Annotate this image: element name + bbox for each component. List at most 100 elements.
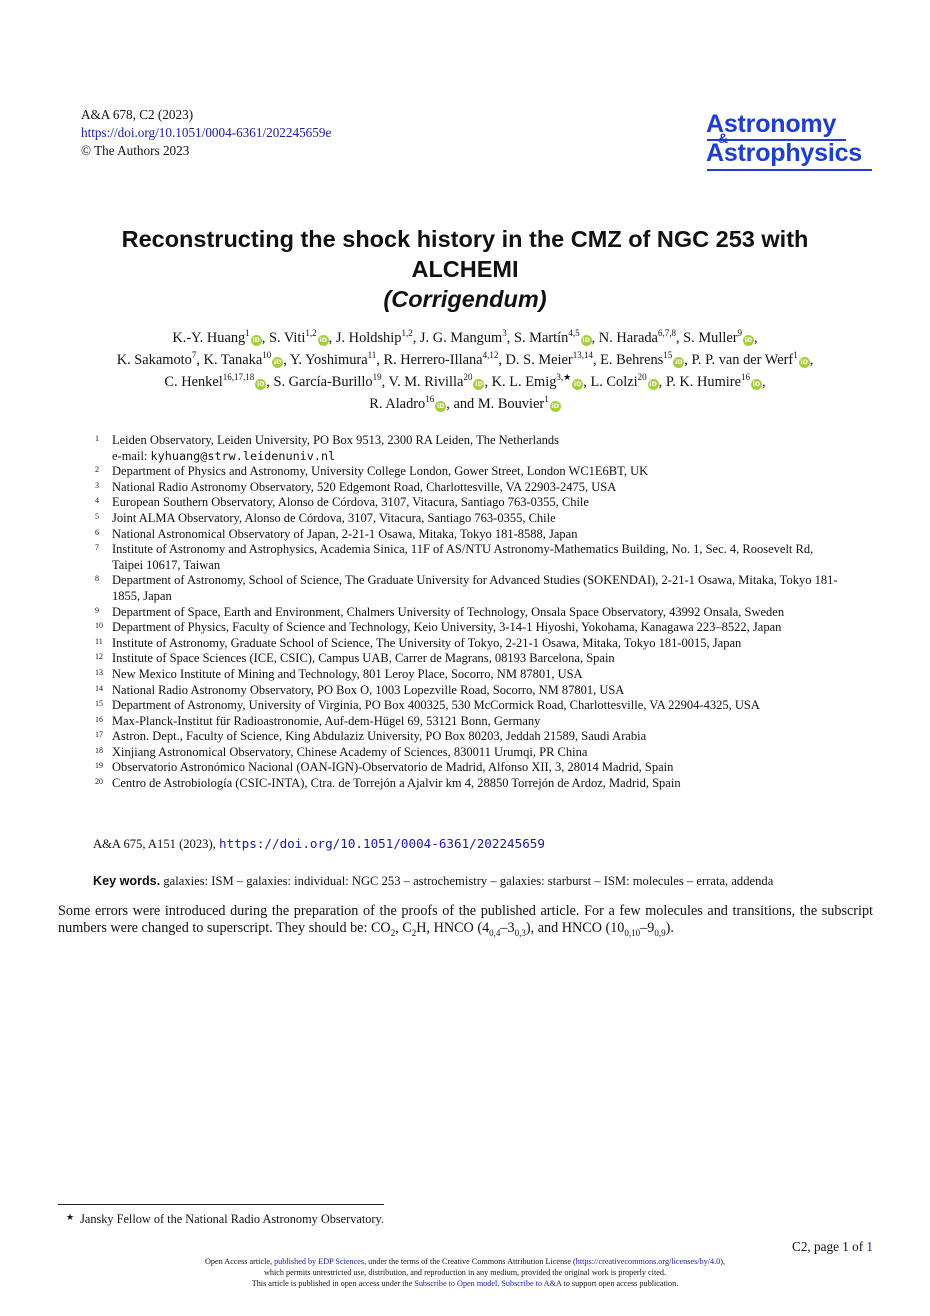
- molecule-c2h-h: H: [416, 920, 427, 936]
- affiliation-item: 14 National Radio Astronomy Observatory, …: [95, 683, 840, 699]
- molecule-c2h: C: [402, 920, 412, 936]
- affiliations: 1 Leiden Observatory, Leiden University, …: [95, 433, 840, 792]
- original-doi-link[interactable]: https://doi.org/10.1051/0004-6361/202245…: [218, 836, 545, 851]
- affiliation-text: National Radio Astronomy Observatory, 52…: [112, 479, 617, 494]
- affiliation-number: 5: [95, 511, 99, 521]
- author-name: E. Behrens: [600, 352, 664, 368]
- transition-dash: –9: [640, 920, 655, 936]
- affiliation-number: 11: [95, 636, 103, 646]
- author-affil-sup: 16: [425, 394, 435, 405]
- author-affil-sup: 16,17,18: [222, 372, 255, 383]
- author-affil-sup: 15: [663, 350, 673, 361]
- license-text: This article is published in open access…: [251, 1279, 415, 1288]
- subscript: 0,4: [489, 927, 501, 938]
- author-separator: ,: [809, 352, 814, 368]
- affiliation-text: Institute of Astronomy and Astrophysics,…: [112, 542, 814, 572]
- orcid-icon[interactable]: iD: [435, 401, 447, 412]
- affiliation-text: Leiden Observatory, Leiden University, P…: [112, 433, 560, 447]
- author-affil-sup: 1: [544, 394, 549, 405]
- separator: , and: [530, 920, 562, 936]
- body-text: Some errors were introduced during the p…: [58, 903, 873, 937]
- orcid-icon[interactable]: iD: [580, 335, 592, 346]
- orcid-icon[interactable]: iD: [750, 379, 762, 390]
- orcid-icon[interactable]: iD: [255, 379, 267, 390]
- orcid-icon[interactable]: iD: [317, 335, 329, 346]
- author-name: S. Viti: [268, 330, 306, 346]
- copyright: © The Authors 2023: [81, 143, 190, 158]
- author: R. Aladro16iD: [369, 394, 447, 412]
- affiliation-text: Observatorio Astronómico Nacional (OAN-I…: [112, 760, 674, 775]
- author: L. Colzi20iD: [590, 373, 659, 390]
- author-name: K. Tanaka: [203, 352, 263, 368]
- author-affil-sup: 6,7,8: [657, 328, 676, 339]
- footnote-text: Jansky Fellow of the National Radio Astr…: [80, 1212, 384, 1226]
- affiliation-text: Department of Physics and Astronomy, Uni…: [112, 464, 649, 479]
- author: E. Behrens15iD: [600, 350, 685, 368]
- author-affil-sup: 11: [367, 350, 377, 361]
- orcid-icon[interactable]: iD: [250, 335, 262, 346]
- orcid-icon[interactable]: iD: [673, 357, 685, 368]
- affiliation-text: Department of Physics, Faculty of Scienc…: [112, 620, 782, 635]
- orcid-icon[interactable]: iD: [572, 379, 584, 390]
- author: Y. Yoshimura11: [290, 350, 377, 368]
- affiliation-text: Department of Astronomy, School of Scien…: [112, 573, 838, 603]
- subscript: 2: [390, 927, 396, 938]
- orcid-icon[interactable]: iD: [743, 335, 755, 346]
- logo-rule-top: [707, 139, 846, 141]
- author: S. Muller9iD: [683, 329, 755, 346]
- affiliation-number: 14: [95, 683, 103, 693]
- license-text: .: [497, 1279, 502, 1288]
- affiliation-item: 9 Department of Space, Earth and Environm…: [95, 605, 840, 621]
- author: J. Holdship1,2: [336, 329, 413, 346]
- author: K. L. Emig3,★iD: [492, 373, 584, 390]
- transition-hnco-1: HNCO (4: [433, 920, 490, 936]
- orcid-icon[interactable]: iD: [473, 379, 485, 390]
- logo-line2: Astrophysics: [706, 139, 862, 167]
- affiliation-text: National Radio Astronomy Observatory, PO…: [112, 682, 625, 697]
- author-separator: ,: [381, 374, 389, 390]
- paren: ).: [665, 920, 674, 936]
- license-text: to support open access publication.: [561, 1279, 679, 1288]
- doi-link[interactable]: https://doi.org/10.1051/0004-6361/202245…: [81, 125, 332, 140]
- author-affil-sup: 19: [372, 372, 382, 383]
- author: R. Herrero-Illana4,12: [383, 351, 498, 368]
- cc-license-link[interactable]: https://creativecommons.org/licenses/by/…: [575, 1257, 721, 1266]
- affiliation-text: Department of Space, Earth and Environme…: [112, 604, 785, 619]
- author-name: C. Henkel: [164, 374, 223, 390]
- orcid-icon[interactable]: iD: [272, 357, 284, 368]
- citation: A&A 678, C2 (2023): [81, 107, 194, 122]
- orcid-icon[interactable]: iD: [549, 401, 561, 412]
- affiliation-number: 9: [95, 605, 99, 615]
- affiliation-text: Astron. Dept., Faculty of Science, King …: [112, 729, 647, 744]
- orcid-icon[interactable]: iD: [647, 379, 659, 390]
- author-separator: ,: [484, 374, 492, 390]
- author-separator: ,: [376, 352, 384, 368]
- keywords: Key words. galaxies: ISM – galaxies: ind…: [93, 873, 773, 889]
- affiliation-number: 8: [95, 574, 99, 584]
- author: K. Tanaka10iD: [203, 351, 284, 368]
- author-separator: ,: [675, 330, 684, 346]
- email-address[interactable]: kyhuang@strw.leidenuniv.nl: [150, 448, 336, 463]
- affiliation-text: National Astronomical Observatory of Jap…: [112, 526, 578, 541]
- author-separator: ,: [261, 330, 269, 346]
- edp-link[interactable]: published by EDP Sciences: [274, 1257, 365, 1266]
- subscribe-link[interactable]: Subscribe to A&A: [501, 1279, 562, 1288]
- author: V. M. Rivilla20iD: [389, 372, 485, 390]
- author-name: J. G. Mangum: [419, 330, 503, 346]
- s2o-link[interactable]: Subscribe to Open model: [414, 1279, 498, 1288]
- author-name: S. García-Burillo: [273, 374, 373, 390]
- orcid-icon[interactable]: iD: [798, 357, 810, 368]
- author: S. García-Burillo19: [273, 372, 382, 390]
- author-affil-sup: 3: [502, 328, 507, 339]
- affiliation-number: 4: [95, 496, 99, 506]
- author-affil-sup: 20: [463, 372, 473, 383]
- affiliation-number: 1: [95, 434, 99, 443]
- page-total-link[interactable]: 1: [866, 1239, 873, 1254]
